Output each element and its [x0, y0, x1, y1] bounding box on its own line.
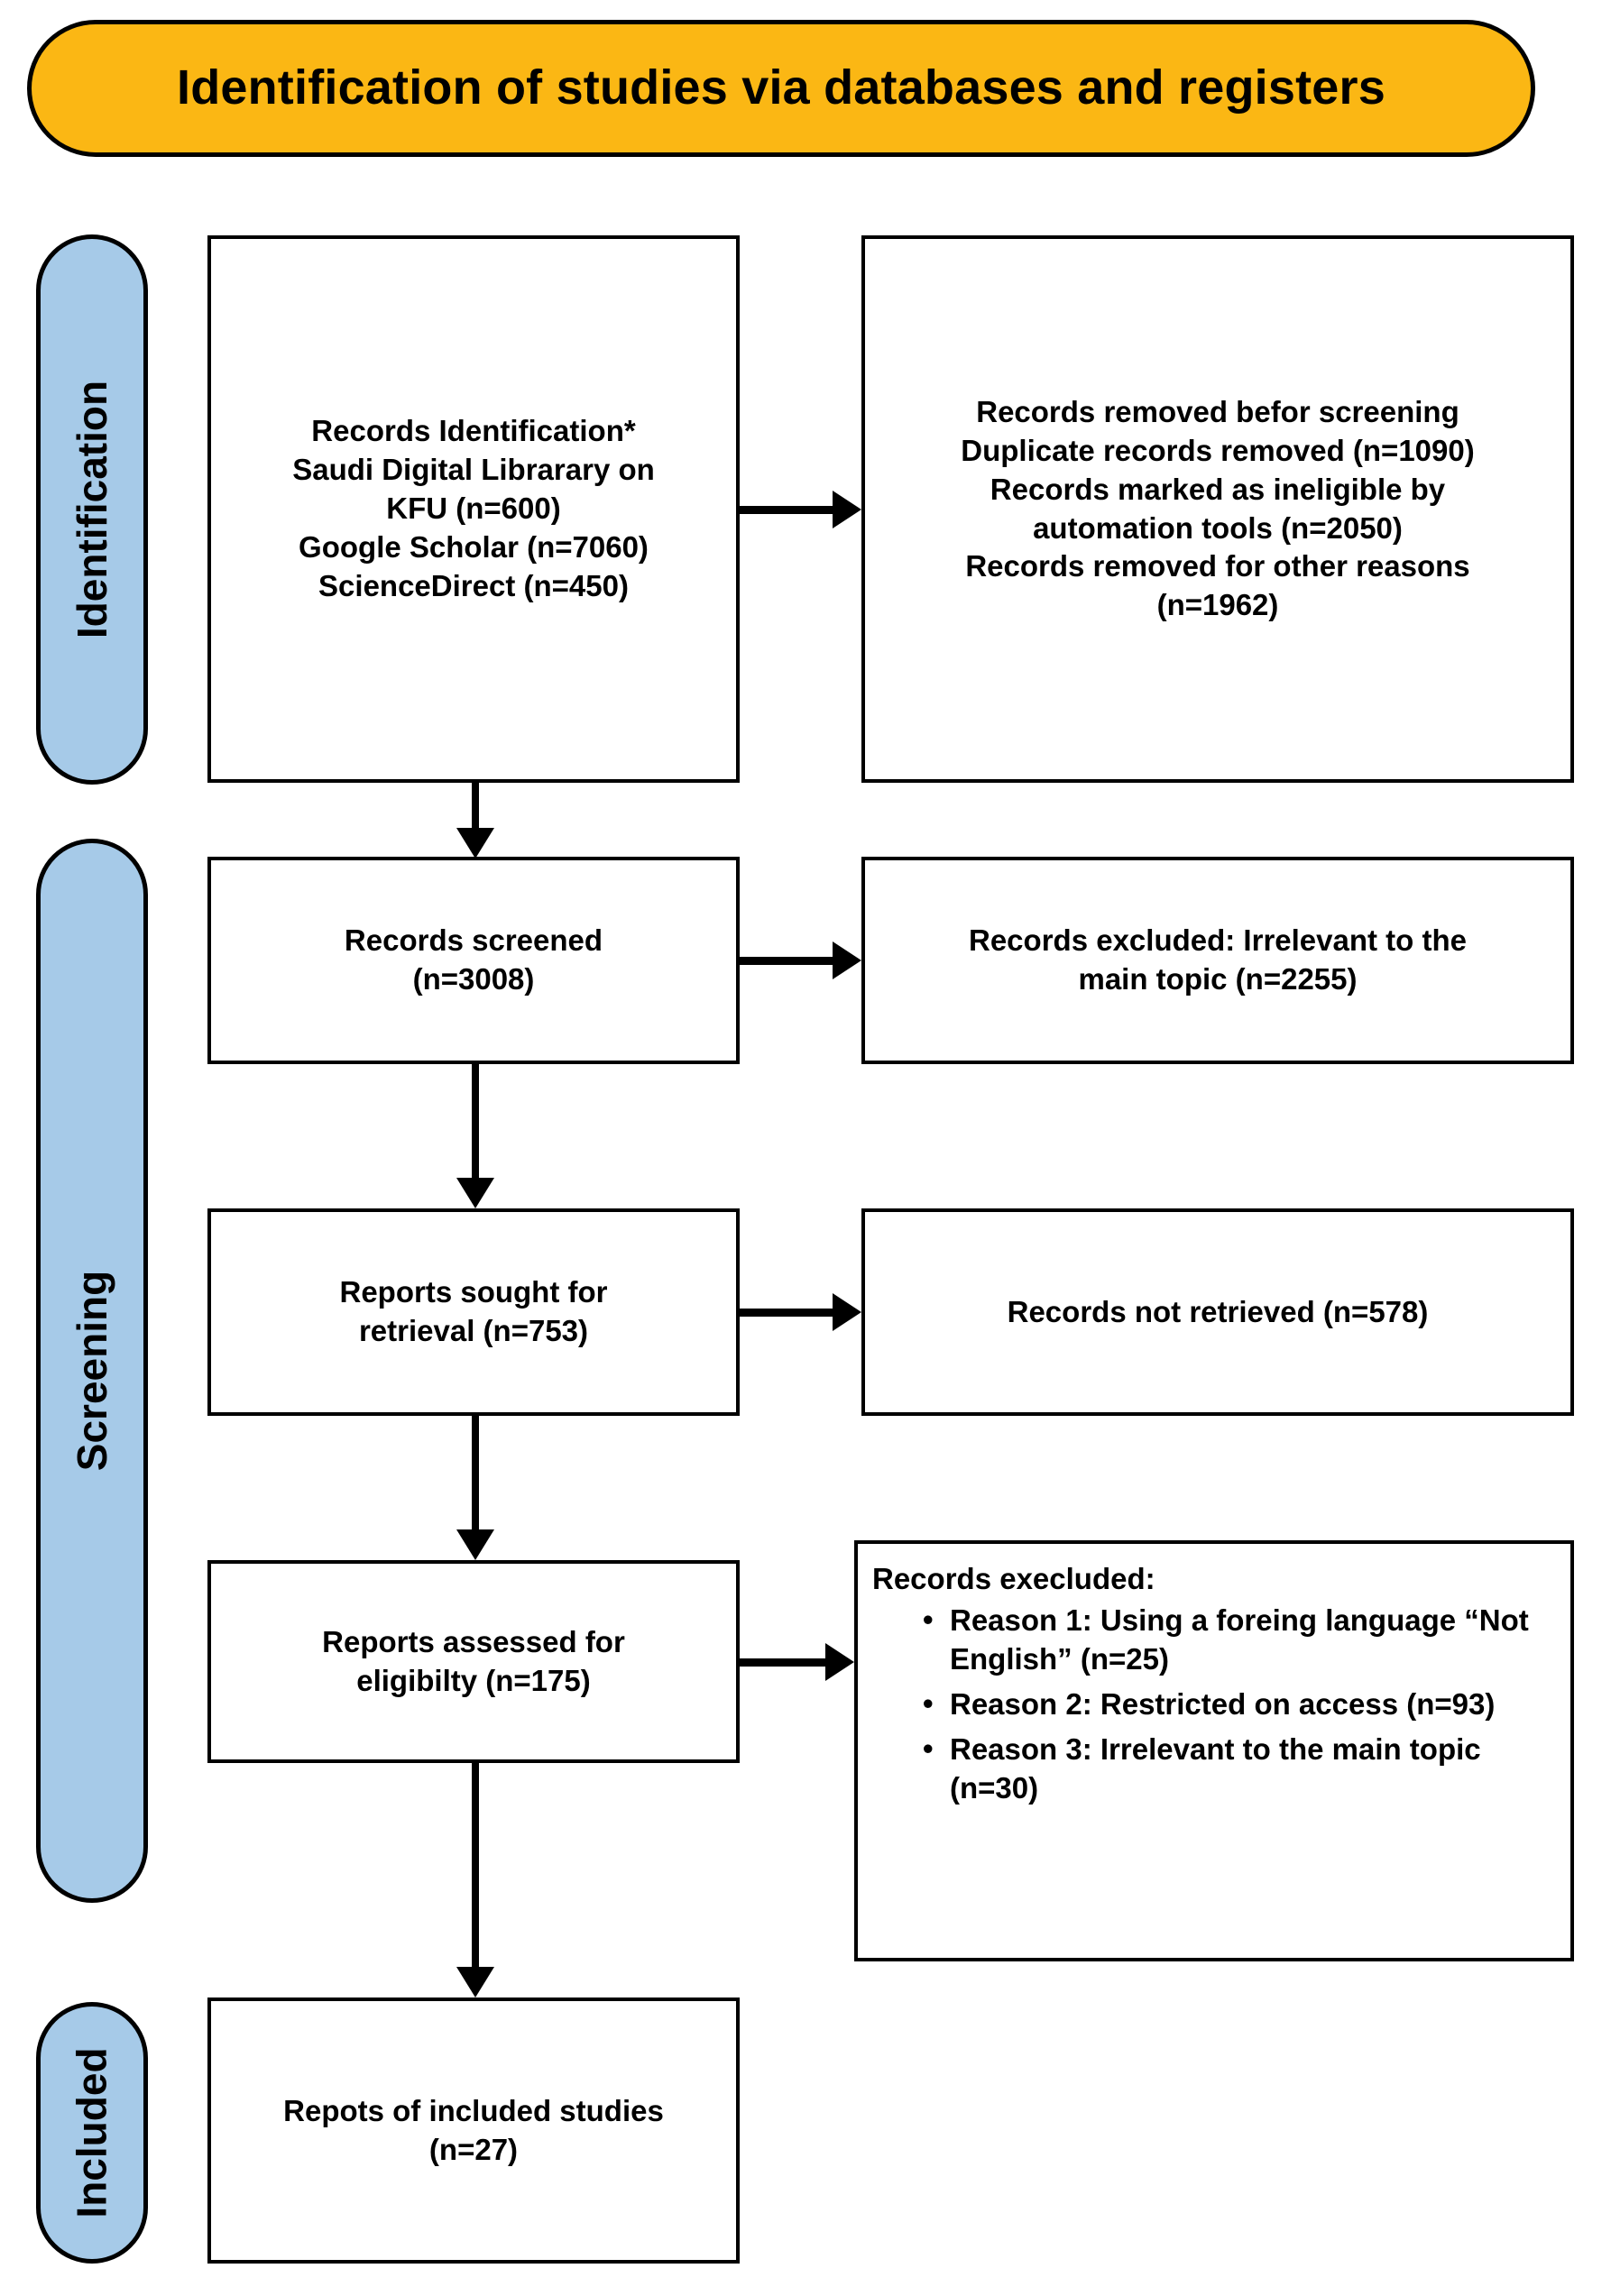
- arrow-identification-to-removed: [740, 487, 861, 532]
- list-item: Reason 3: Irrelevant to the main topic (…: [923, 1729, 1556, 1808]
- list-item: Reason 2: Restricted on access (n=93): [923, 1684, 1556, 1724]
- arrow-screened-to-excluded: [740, 938, 861, 983]
- box-records-not-retrieved-text: Records not retrieved (n=578): [1007, 1294, 1429, 1328]
- phase-label-identification: Identification: [69, 380, 116, 639]
- box-reports-sought: Reports sought for retrieval (n=753): [207, 1208, 740, 1416]
- phase-label-screening: Screening: [69, 1270, 116, 1472]
- phase-pill-included: Included: [36, 2002, 148, 2264]
- box-records-screened-text: Records screened (n=3008): [344, 923, 603, 996]
- box-records-identification: Records Identification* Saudi Digital Li…: [207, 235, 740, 783]
- records-execluded-heading: Records execluded:: [872, 1562, 1155, 1595]
- box-reports-included-text: Repots of included studies (n=27): [283, 2093, 664, 2166]
- box-reports-assessed: Reports assessed for eligibilty (n=175): [207, 1560, 740, 1763]
- box-records-removed-before-screening-text: Records removed befor screening Duplicat…: [961, 394, 1475, 622]
- box-reports-included: Repots of included studies (n=27): [207, 1998, 740, 2264]
- box-reports-assessed-text: Reports assessed for eligibilty (n=175): [322, 1624, 625, 1697]
- arrow-assessed-to-execluded: [740, 1639, 854, 1685]
- box-records-identification-text: Records Identification* Saudi Digital Li…: [292, 414, 655, 602]
- box-records-not-retrieved: Records not retrieved (n=578): [861, 1208, 1574, 1416]
- arrow-assessed-to-included: [456, 1763, 495, 1998]
- list-item: Reason 1: Using a foreing language “Not …: [923, 1600, 1556, 1679]
- arrow-identification-to-screened: [456, 783, 495, 859]
- phase-pill-screening: Screening: [36, 839, 148, 1903]
- box-records-removed-before-screening: Records removed befor screening Duplicat…: [861, 235, 1574, 783]
- arrow-sought-to-not-retrieved: [740, 1290, 861, 1335]
- diagram-title-banner: Identification of studies via databases …: [27, 20, 1535, 157]
- arrow-screened-to-sought: [456, 1064, 495, 1208]
- box-records-excluded-irrelevant: Records excluded: Irrelevant to the main…: [861, 857, 1574, 1064]
- arrow-sought-to-assessed: [456, 1416, 495, 1560]
- diagram-title: Identification of studies via databases …: [177, 60, 1385, 115]
- records-execluded-list: Reason 1: Using a foreing language “Not …: [872, 1600, 1556, 1814]
- box-records-excluded-irrelevant-text: Records excluded: Irrelevant to the main…: [969, 923, 1467, 996]
- box-reports-sought-text: Reports sought for retrieval (n=753): [339, 1275, 608, 1347]
- phase-pill-identification: Identification: [36, 234, 148, 785]
- box-records-execluded: Records execluded: Reason 1: Using a for…: [854, 1540, 1574, 1961]
- box-records-screened: Records screened (n=3008): [207, 857, 740, 1064]
- phase-label-included: Included: [69, 2047, 115, 2218]
